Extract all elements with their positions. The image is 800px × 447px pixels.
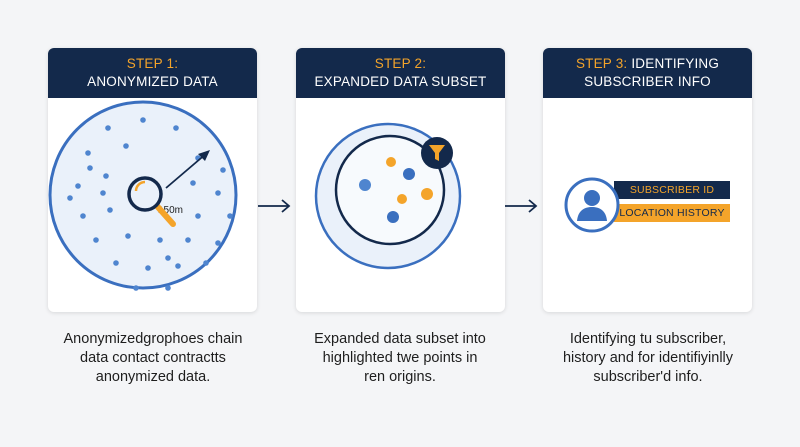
step2-header: STEP 2: EXPANDED DATA SUBSET [296, 48, 505, 98]
step2-caption: Expanded data subset into highlighted tw… [280, 330, 520, 387]
data-point [359, 179, 371, 191]
step1-diagram: 150m [48, 100, 238, 291]
data-dot [87, 165, 93, 171]
step1-header: STEP 1: ANONYMIZED DATA [48, 48, 257, 98]
data-point [403, 168, 415, 180]
data-dot [157, 237, 163, 243]
caption-line: ren origins. [364, 369, 436, 385]
subscriber-id-badge: SUBSCRIBER ID [614, 181, 730, 199]
data-dot [220, 167, 226, 173]
caption-line: highlighted twe points in [322, 350, 478, 366]
data-dot [190, 180, 196, 186]
step1-body: 150m [48, 98, 257, 312]
data-point [386, 157, 396, 167]
step2-title: EXPANDED DATA SUBSET [314, 74, 487, 89]
data-dot [145, 265, 151, 271]
caption-line: subscriber'd info. [593, 369, 703, 385]
data-dot [103, 173, 109, 179]
data-dot [175, 263, 181, 269]
caption-line: data contact contractts [80, 350, 226, 366]
step3-header: STEP 3: IDENTIFYING SUBSCRIBER INFO [543, 48, 752, 98]
data-dot [93, 237, 99, 243]
magnifier-icon [127, 176, 176, 227]
data-dot [203, 260, 209, 266]
arrow-right-icon [505, 199, 538, 213]
data-dot [215, 240, 221, 246]
data-point [421, 188, 433, 200]
data-dot [165, 285, 171, 291]
step3-label: STEP 3: [575, 56, 628, 71]
data-point [387, 211, 399, 223]
data-dot [185, 237, 191, 243]
data-dot [173, 125, 179, 131]
caption-line: Anonymizedgrophoes chain [63, 331, 243, 347]
step2-diagram [314, 122, 462, 270]
caption-line: anonymized data. [95, 369, 211, 385]
data-dot [105, 125, 111, 131]
data-dot [140, 117, 146, 123]
data-dot [100, 190, 106, 196]
data-dot [85, 150, 91, 156]
data-dot [113, 260, 119, 266]
data-dot [133, 285, 139, 291]
data-dot [75, 183, 81, 189]
data-dot [123, 143, 129, 149]
step2-card: STEP 2: EXPANDED DATA SUBSET [296, 48, 505, 312]
location-history-badge: LOCATION HISTORY [614, 204, 730, 222]
step3-caption: Identifying tu subscriber, history and f… [528, 330, 768, 387]
data-dot [195, 213, 201, 219]
step3-title-line1: STEP 3: IDENTIFYING [576, 55, 719, 73]
data-dot [107, 207, 113, 213]
data-dot [215, 190, 221, 196]
caption-line: history and for identifiyinlly [562, 350, 734, 366]
data-dot [67, 195, 73, 201]
step1-title: ANONYMIZED DATA [87, 74, 218, 89]
caption-line: Expanded data subset into [314, 331, 486, 347]
step1-label: STEP 1: [126, 56, 179, 71]
step3-title-inline: IDENTIFYING [631, 56, 720, 71]
data-dot [80, 213, 86, 219]
data-point [397, 194, 407, 204]
step3-title: SUBSCRIBER INFO [584, 74, 711, 89]
step1-card: STEP 1: ANONYMIZED DATA 150m [48, 48, 257, 312]
radius-arrowhead [198, 150, 210, 161]
scattered-data-points [67, 117, 233, 291]
arrow-right-icon [258, 199, 291, 213]
data-dot [227, 213, 233, 219]
step2-body [296, 98, 505, 312]
step2-label: STEP 2: [374, 56, 427, 71]
data-dot [165, 255, 171, 261]
data-dot [125, 233, 131, 239]
step3-card: STEP 3: IDENTIFYING SUBSCRIBER INFO [543, 48, 752, 312]
radius-label: 150m [158, 205, 183, 216]
expanded-subset-circle [334, 134, 446, 246]
caption-line: Identifying tu subscriber, [569, 331, 727, 347]
user-icon [564, 177, 620, 233]
funnel-icon [421, 137, 453, 169]
radius-arrow [165, 152, 208, 189]
step1-caption: Anonymizedgrophoes chain data contact co… [33, 330, 273, 387]
